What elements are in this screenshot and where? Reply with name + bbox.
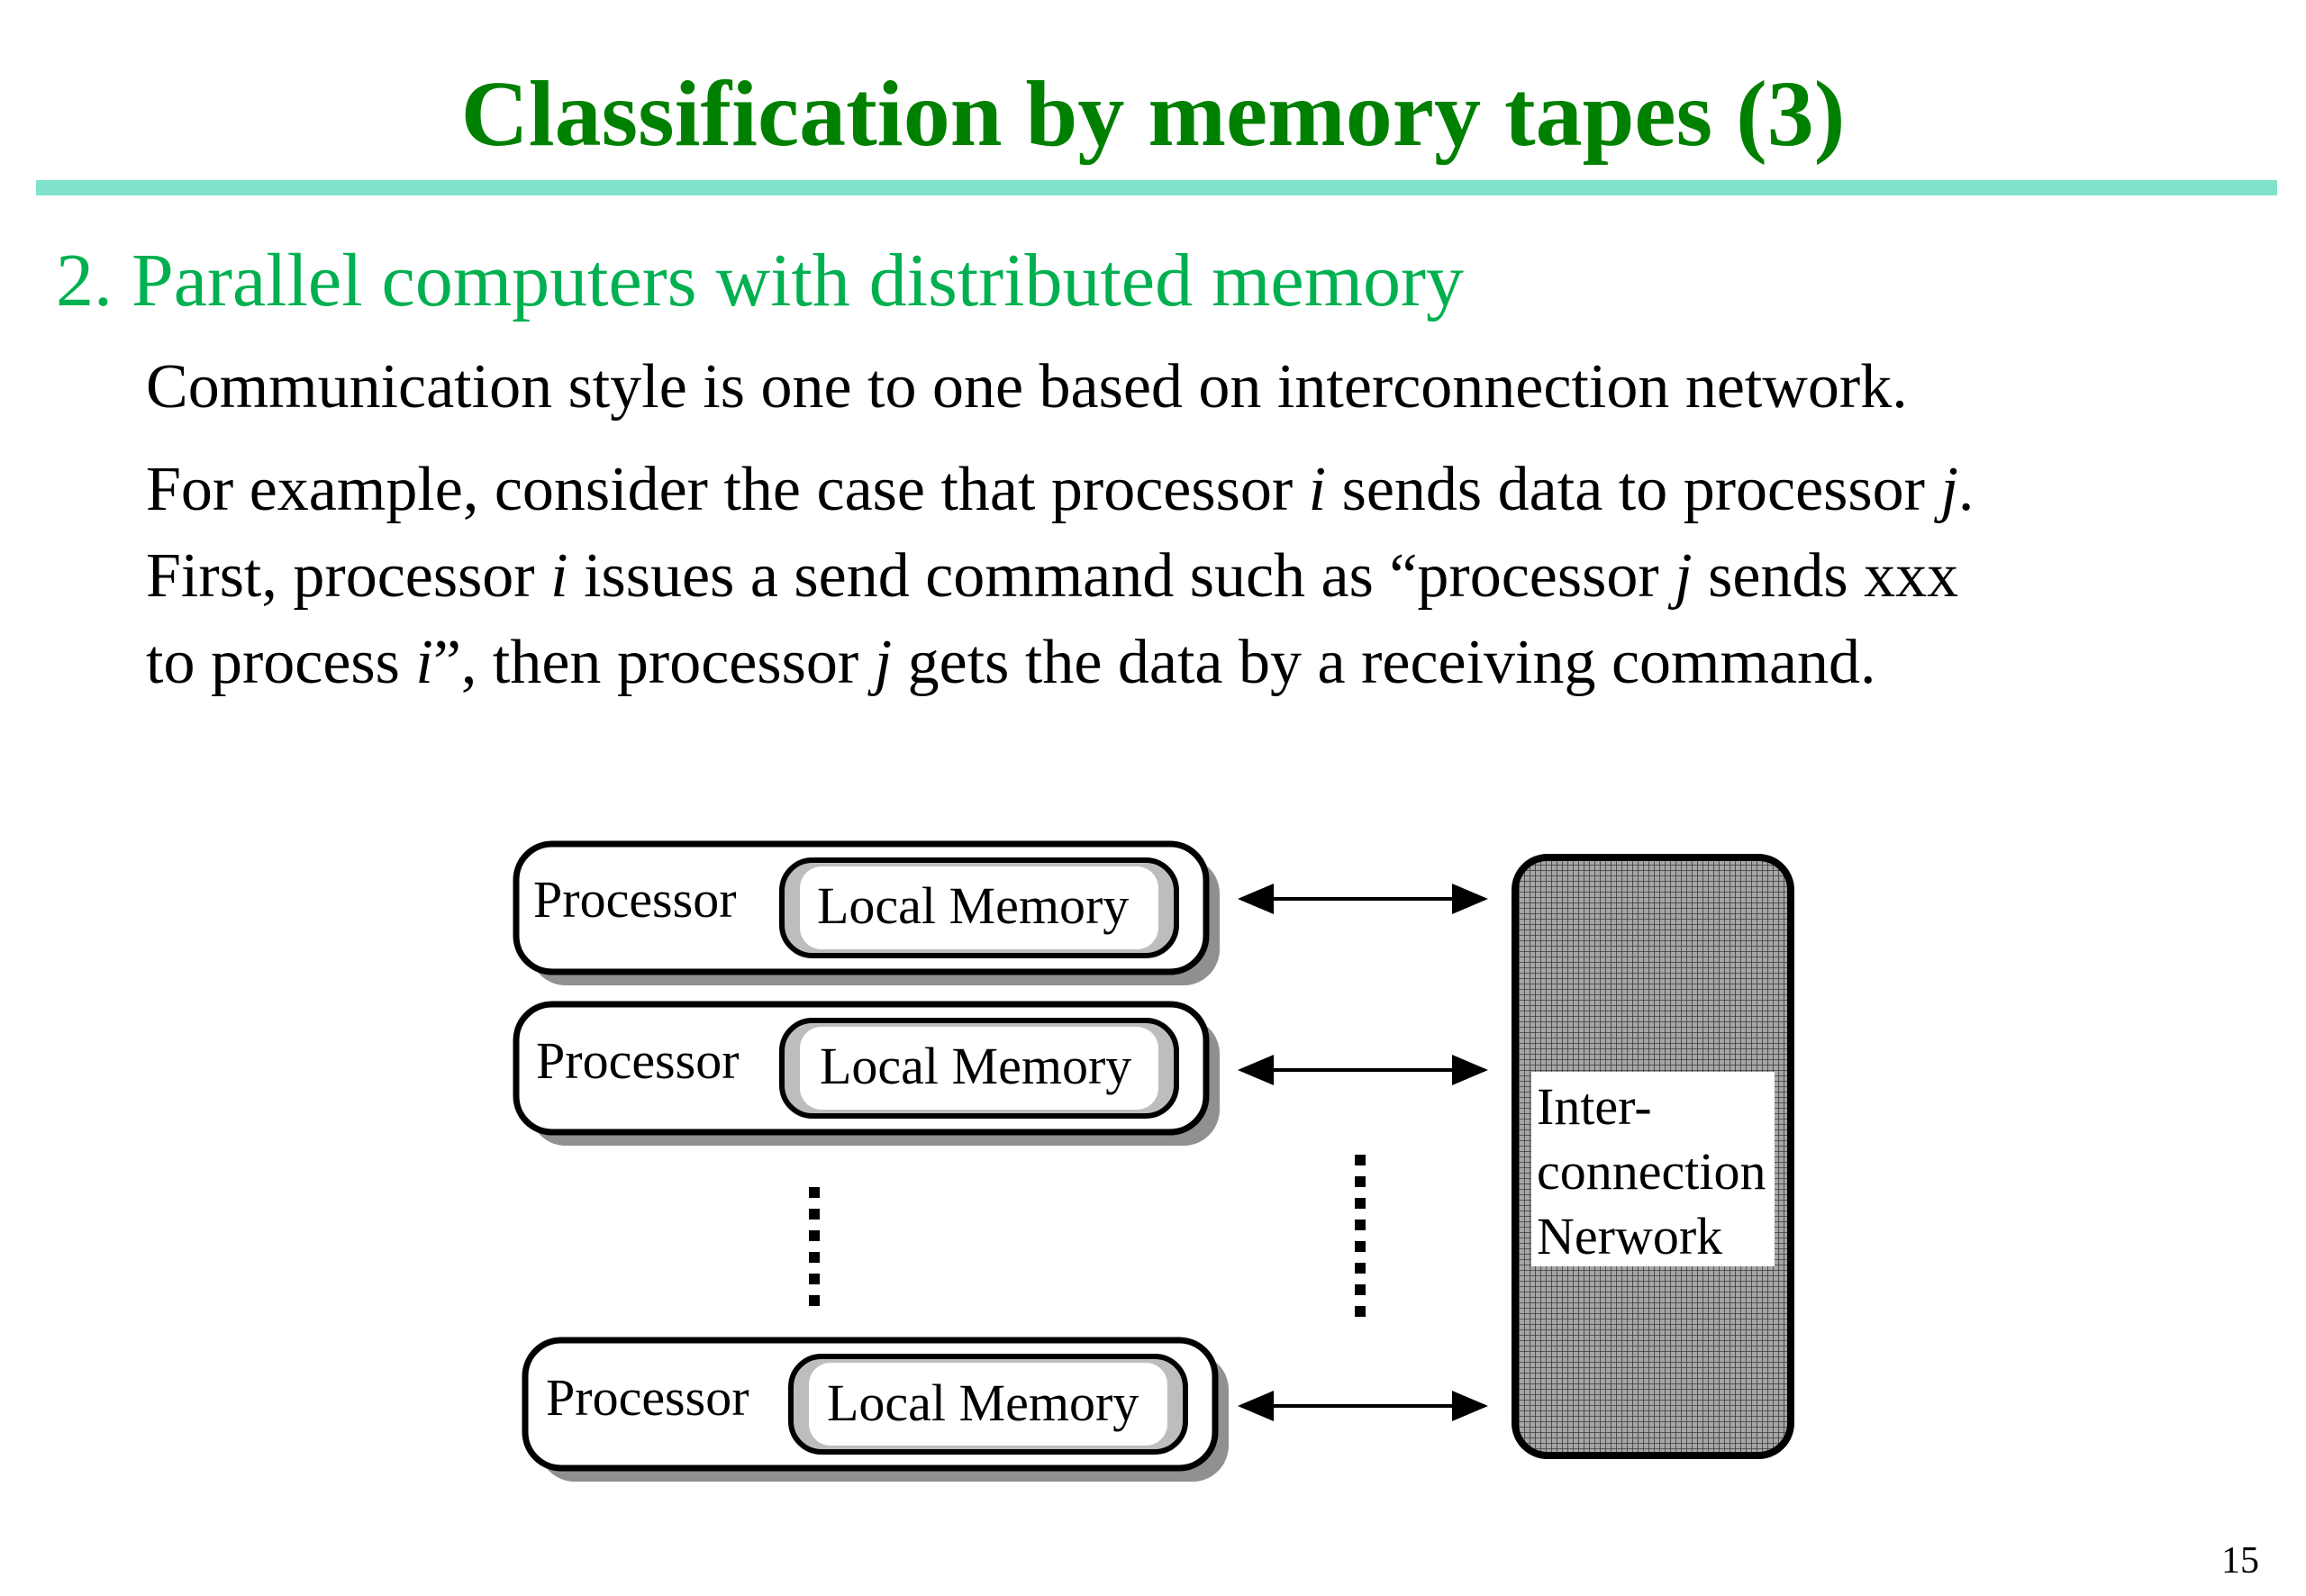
- processor-label: Processor: [533, 870, 737, 929]
- ellipsis-processors: [809, 1187, 820, 1306]
- network-label-line: connection: [1537, 1142, 1766, 1201]
- title-divider: [36, 180, 2277, 195]
- example-line: First, processor i issues a send command…: [146, 541, 1959, 611]
- processor-label: Processor: [536, 1031, 740, 1090]
- paragraph-example: For example, consider the case that proc…: [146, 447, 1974, 706]
- processor-node-2: Processor Local Memory: [513, 1001, 1220, 1146]
- processor-node-3: Processor Local Memory: [522, 1337, 1229, 1482]
- memory-label: Local Memory: [817, 876, 1129, 935]
- ellipsis-arrows: [1355, 1155, 1366, 1317]
- page-number: 15: [2221, 1540, 2259, 1582]
- paragraph-communication-style: Communication style is one to one based …: [146, 352, 1908, 422]
- interconnection-network: Inter- connection Nerwork: [1512, 854, 1794, 1459]
- processor-node-1: Processor Local Memory: [513, 840, 1220, 985]
- slide-title: Classification by memory tapes (3): [460, 62, 1846, 166]
- memory-label: Local Memory: [820, 1037, 1131, 1095]
- network-label-line: Nerwork: [1537, 1207, 1722, 1265]
- local-memory-box: Local Memory: [779, 857, 1179, 958]
- example-line: For example, consider the case that proc…: [146, 455, 1975, 524]
- example-line: to process i”, then processor j gets the…: [146, 628, 1876, 697]
- local-memory-box: Local Memory: [788, 1354, 1188, 1455]
- section-heading: 2. Parallel computers with distributed m…: [56, 239, 1465, 322]
- processor-label: Processor: [546, 1368, 749, 1427]
- local-memory-box: Local Memory: [779, 1018, 1179, 1119]
- network-label-line: Inter-: [1537, 1077, 1652, 1136]
- memory-label: Local Memory: [827, 1374, 1139, 1432]
